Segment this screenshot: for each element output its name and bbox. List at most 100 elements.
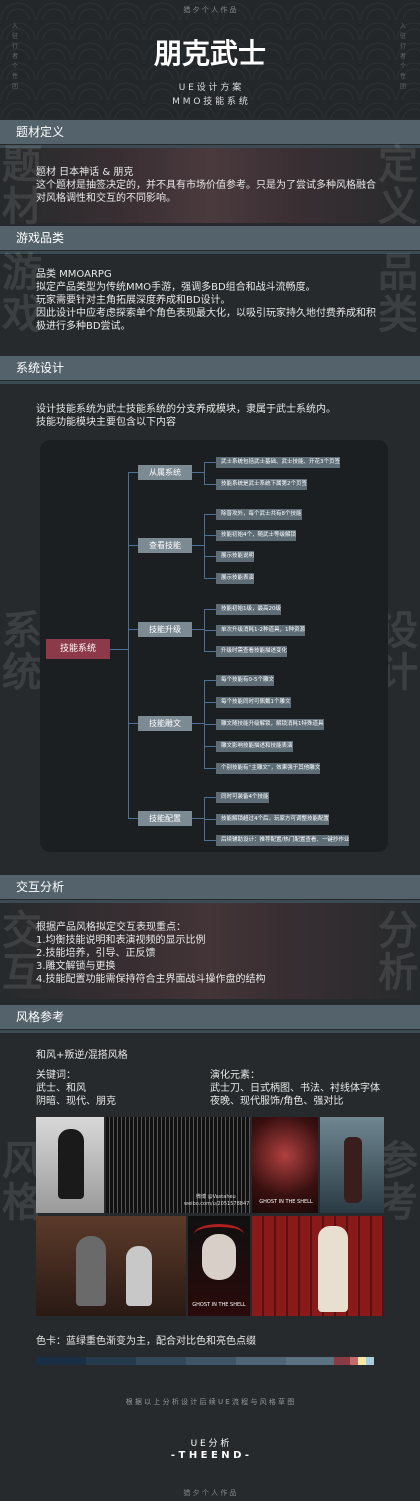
mindmap-connector — [204, 556, 216, 557]
elements-line-1: 武士刀、日式柄图、书法、衬线体字体 — [210, 1083, 380, 1094]
mindmap-leaf: 单次升级消耗1-2种道具，1种资源 — [216, 625, 305, 636]
mindmap-leaf: 升级时需查看技能描述变化 — [216, 646, 288, 657]
mindmap-connector — [204, 724, 216, 725]
mindmap-branch: 技能雕文 — [138, 716, 192, 731]
footer-the-end: - T H E E N D - — [170, 1450, 250, 1461]
keywords-title: 关键词： — [36, 1070, 76, 1081]
header-subtitle-1: U E 设 计 方 案 — [178, 83, 242, 93]
mindmap-connector — [204, 651, 216, 652]
mindmap-leaf: 技能解锁超过4个后，玩家方可调整技能配置 — [216, 814, 330, 825]
mindmap-connector — [204, 746, 216, 747]
mindmap-branch: 技能配置 — [138, 811, 192, 826]
mindmap-connector — [128, 629, 138, 630]
genre-line-2: 拟定产品类型为传统MMO手游，强调多BD组合和战斗流畅度。 — [36, 282, 316, 293]
genre-line-4: 因此设计中应考虑探索单个角色表现最大化，以吸引玩家持久地付费养成和积极进行多种B… — [36, 308, 376, 332]
system-line-2: 技能功能模块主要包含以下内容 — [36, 417, 176, 428]
mindmap-connector — [204, 578, 216, 579]
photo-caption-gits-1: GHOST IN THE SHELL — [259, 1199, 313, 1205]
palette-swatch — [334, 1357, 350, 1365]
theme-line-1: 题材 日本神话 & 朋克 — [36, 167, 134, 178]
header-tagline-top: 猎 夕 个 人 作 品 — [183, 6, 237, 14]
interaction-item-2: 2.技能培养，引导、正反馈 — [36, 948, 156, 959]
photo-caption-gits-2: GHOST IN THE SHELL — [192, 1302, 246, 1308]
style-bg-right: 参考 — [378, 1137, 418, 1226]
photo-caption-weibo-url: weibo.com/u/2051578847 — [184, 1201, 250, 1207]
header-side-text-right: 入 驻 行 者 个 性 团 — [400, 23, 407, 90]
mindmap-connector — [204, 840, 216, 841]
palette-swatch — [36, 1357, 86, 1365]
mindmap-leaf: 技能初始1级，最高20级 — [216, 604, 281, 615]
mindmap-connector — [204, 797, 216, 798]
style-bg-left: 风格 — [2, 1137, 42, 1226]
theme-line-2: 这个题材是抽签决定的，并不具有市场价值参考。只是为了尝试多种风格融合对风格调性和… — [36, 180, 376, 204]
reference-photo-ghost-in-the-shell-poster: GHOST IN THE SHELL — [188, 1216, 250, 1316]
reference-photo-samurai-figure — [36, 1117, 104, 1213]
mindmap-leaf: 雕文随技能升级解锁，解锁消耗1特殊道具 — [216, 719, 324, 730]
mindmap-leaf: 武士系统包括武士基础、武士技能、开花3个页签 — [216, 457, 341, 468]
section-header-style: 风格参考 — [0, 1005, 420, 1033]
theme-backdrop — [0, 148, 420, 223]
mindmap-connector — [204, 702, 216, 703]
mindmap-connector — [128, 472, 129, 818]
genre-line-3: 玩家需要针对主角拓展深度养成和BD设计。 — [36, 295, 231, 306]
header-subtitle-2: M M O 技 能 系 统 — [172, 97, 248, 107]
keywords-line-1: 武士、和风 — [36, 1083, 86, 1094]
style-line: 和风+叛逆/混搭风格 — [36, 1050, 128, 1061]
mindmap-connector — [204, 609, 216, 610]
section-header-system: 系统设计 — [0, 356, 420, 384]
interaction-bg-left: 交互 — [2, 907, 42, 996]
palette-swatch — [186, 1357, 236, 1365]
palette-swatch — [236, 1357, 286, 1365]
mindmap-leaf: 雕文影响技能描述和技能表演 — [216, 741, 293, 752]
mindmap-connector — [204, 680, 216, 681]
mindmap-connector — [204, 514, 216, 515]
footer-tagline: 猎 夕 个 人 作 品 — [183, 1489, 237, 1497]
section-header-genre: 游戏品类 — [0, 226, 420, 254]
mindmap-branch: 技能升级 — [138, 622, 192, 637]
mindmap-connector — [192, 818, 204, 819]
elements-line-2: 夜晚、现代服饰/角色、强对比 — [210, 1096, 344, 1107]
palette-swatch — [366, 1357, 374, 1365]
mindmap-leaf: 个别技能有“主雕文”，效果强于其他雕文 — [216, 763, 321, 774]
palette-swatch — [358, 1357, 366, 1365]
mindmap-connector — [110, 649, 128, 650]
mindmap-connector — [192, 723, 204, 724]
elements-title: 演化元素： — [210, 1070, 260, 1081]
mindmap-leaf: 除普攻外，每个武士共有8个技能 — [216, 509, 302, 520]
mindmap-connector — [204, 630, 216, 631]
palette-swatch — [136, 1357, 186, 1365]
footer-ue-label: U E 分 析 — [190, 1439, 230, 1449]
mindmap-leaf: 每个技能有0-5个雕文 — [216, 675, 274, 686]
section-heading-theme: 题材定义 — [16, 125, 65, 139]
section-heading-system: 系统设计 — [16, 361, 65, 375]
mindmap-leaf: 后续辅助设计：推荐配置/热门配置查看、一键抄作业 — [216, 835, 350, 846]
mindmap-connector — [128, 818, 138, 819]
interaction-item-4: 4.技能配置功能需保持符合主界面战斗操作盘的结构 — [36, 974, 266, 985]
mindmap-leaf: 展示技能表演 — [216, 573, 255, 584]
keywords-line-2: 阴暗、现代、朋克 — [36, 1096, 116, 1107]
mindmap-root: 技能系统 — [46, 639, 110, 659]
section-heading-genre: 游戏品类 — [16, 231, 65, 245]
mindmap-connector — [204, 535, 216, 536]
header-banner — [0, 0, 420, 118]
footer-note: 根 据 以 上 分 析 设 计 后 续 U E 流 程 与 风 格 草 图 — [125, 1398, 295, 1406]
reference-photo-ghost-in-the-shell: GHOST IN THE SHELL — [252, 1117, 318, 1213]
genre-line-1: 品类 MMOARPG — [36, 269, 112, 280]
theme-bg-left: 题材 — [2, 141, 42, 230]
palette-swatch — [350, 1357, 358, 1365]
interaction-bg-right: 分析 — [378, 907, 418, 996]
mindmap-leaf: 每个技能同时可佩戴1个雕文 — [216, 697, 291, 708]
mindmap-connector — [192, 629, 204, 630]
mindmap-connector — [204, 797, 205, 840]
reference-photo-street-kimono — [320, 1117, 384, 1213]
interaction-item-1: 1.均衡技能说明和表演视频的显示比例 — [36, 935, 206, 946]
mindmap-connector — [204, 514, 205, 578]
reference-photo-geisha-containers — [252, 1216, 384, 1316]
interaction-backdrop — [0, 903, 420, 999]
mindmap-leaf: 技能初始4个，随武士等级解锁 — [216, 530, 297, 541]
section-header-interaction: 交互分析 — [0, 875, 420, 903]
mindmap-connector — [128, 545, 138, 546]
mindmap-leaf: 展示技能说明 — [216, 551, 255, 562]
reference-photo-calligraphy: 微博 @Vastaheu weibo.com/u/2051578847 — [106, 1117, 250, 1213]
system-line-1: 设计技能系统为武士技能系统的分支养成模块，隶属于武士系统内。 — [36, 404, 336, 415]
